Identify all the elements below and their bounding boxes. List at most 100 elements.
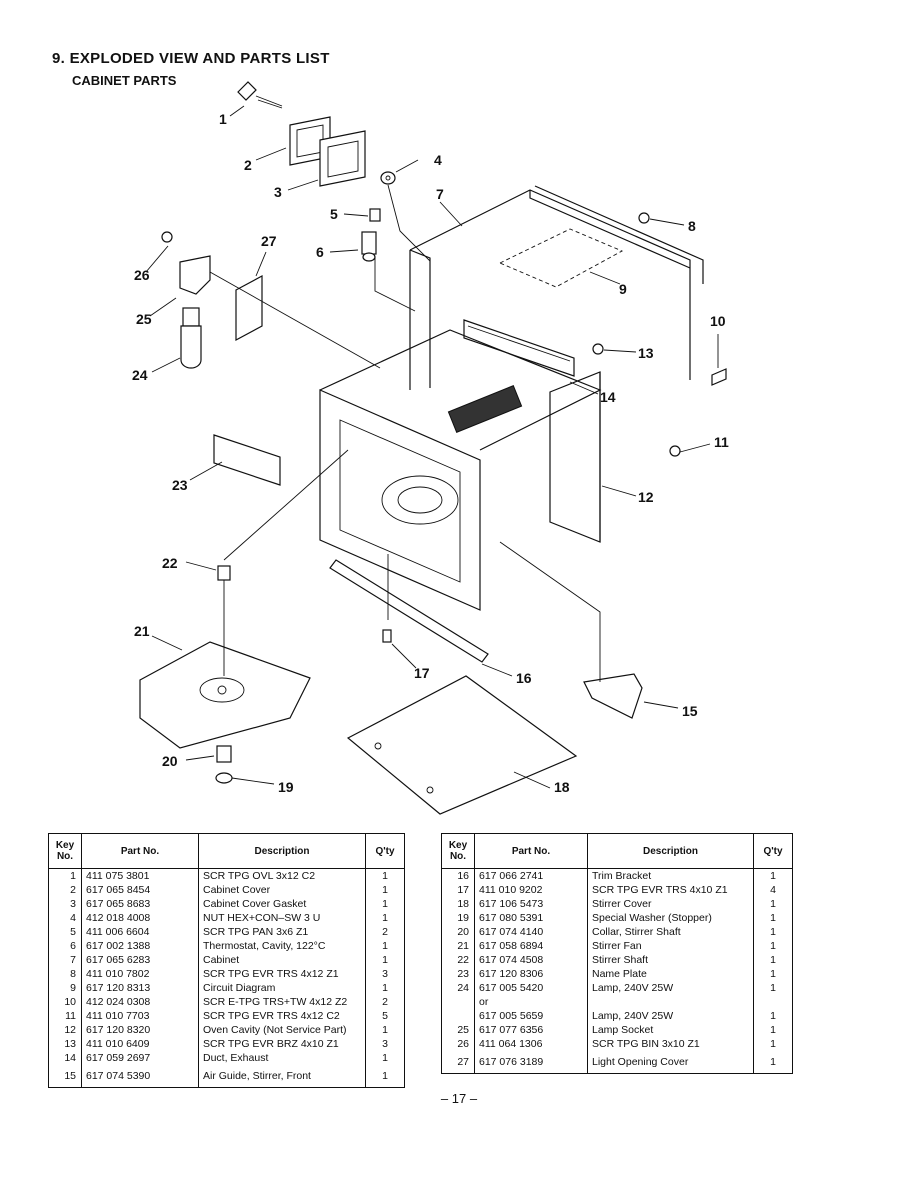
col-part-no: Part No.: [81, 833, 199, 869]
cell-key-no: 20: [441, 925, 475, 939]
section-subtitle: CABINET PARTS: [72, 73, 177, 88]
cell-description: Special Washer (Stopper): [587, 911, 754, 925]
cell-key-no: 17: [441, 883, 475, 897]
cell-qty: 1: [753, 897, 793, 911]
cell-description: Cabinet Cover Gasket: [198, 897, 366, 911]
cell-part-no: 411 064 1306: [474, 1037, 588, 1051]
oven-front-body: [319, 329, 602, 611]
callout-24: 24: [132, 367, 148, 383]
cell-description: Circuit Diagram: [198, 981, 366, 995]
cell-key-no: 11: [48, 1009, 82, 1023]
cell-part-no: 617 080 5391: [474, 911, 588, 925]
cell-key-no: 15: [48, 1065, 82, 1087]
cell-description: NUT HEX+CON–SW 3 U: [198, 911, 366, 925]
cell-qty: 1: [365, 897, 405, 911]
cell-part-no: 617 005 5659: [474, 1009, 588, 1023]
cell-qty: 1: [753, 939, 793, 953]
part-7-cabinet: [409, 185, 704, 390]
cell-key-no: 19: [441, 911, 475, 925]
exploded-view-diagram: 1 2 3 4 5 6 7 8 9 10 11 12 13 14 15 16 1…: [132, 81, 729, 815]
callout-13: 13: [638, 345, 654, 361]
cell-part-no: 617 074 4140: [474, 925, 588, 939]
cell-key-no: 18: [441, 897, 475, 911]
callout-22: 22: [162, 555, 178, 571]
assembly-lines: [209, 184, 601, 682]
cell-qty: 1: [365, 953, 405, 967]
cell-qty: 5: [365, 1009, 405, 1023]
callout-2: 2: [244, 157, 252, 173]
callout-27: 27: [261, 233, 277, 249]
cell-description: Lamp Socket: [587, 1023, 754, 1037]
col-key-no: Key No.: [48, 833, 82, 869]
cell-description: SCR TPG EVR BRZ 4x10 Z1: [198, 1037, 366, 1051]
cell-part-no: 617 120 8306: [474, 967, 588, 981]
callout-9: 9: [619, 281, 627, 297]
cell-key-no: 24: [441, 981, 475, 995]
col-qty: Q'ty: [365, 833, 405, 869]
cell-key-no: 1: [48, 868, 82, 883]
part-8-screw: [638, 212, 650, 224]
col-key-no: Key No.: [441, 833, 475, 869]
cell-qty: 1: [365, 1065, 405, 1087]
cell-key-no: 6: [48, 939, 82, 953]
part-1-screw: [237, 81, 283, 109]
part-26-screw: [161, 231, 173, 243]
cell-key-no: 22: [441, 953, 475, 967]
table-row: or: [441, 995, 793, 1009]
cell-description: [587, 995, 754, 1009]
cell-qty: 1: [753, 1037, 793, 1051]
cell-description: SCR TPG EVR TRS 4x10 Z1: [587, 883, 754, 897]
cell-part-no: 411 075 3801: [81, 868, 199, 883]
cell-qty: [753, 995, 793, 1009]
cell-description: Lamp, 240V 25W: [587, 981, 754, 995]
cell-part-no: or: [474, 995, 588, 1009]
cell-part-no: 617 076 3189: [474, 1051, 588, 1073]
cell-key-no: 23: [441, 967, 475, 981]
cell-key-no: 8: [48, 967, 82, 981]
cell-qty: 1: [753, 868, 793, 883]
cell-qty: 2: [365, 995, 405, 1009]
cell-part-no: 617 074 4508: [474, 953, 588, 967]
cell-qty: 1: [753, 911, 793, 925]
callout-5: 5: [330, 206, 338, 222]
cell-key-no: 25: [441, 1023, 475, 1037]
cell-description: SCR TPG EVR TRS 4x12 C2: [198, 1009, 366, 1023]
cell-key-no: 2: [48, 883, 82, 897]
part-5-screw: [369, 208, 381, 222]
callout-14: 14: [600, 389, 616, 405]
cell-qty: 3: [365, 1037, 405, 1051]
cell-part-no: 617 065 8454: [81, 883, 199, 897]
col-qty: Q'ty: [753, 833, 793, 869]
cell-description: Trim Bracket: [587, 868, 754, 883]
cell-qty: 3: [365, 967, 405, 981]
callout-25: 25: [136, 311, 152, 327]
cell-description: Cabinet: [198, 953, 366, 967]
cell-description: Name Plate: [587, 967, 754, 981]
cell-description: Thermostat, Cavity, 122°C: [198, 939, 366, 953]
cell-qty: 1: [753, 1009, 793, 1023]
cell-key-no: 16: [441, 868, 475, 883]
cell-key-no: [441, 995, 475, 1009]
callout-16: 16: [516, 670, 532, 686]
cell-description: Lamp, 240V 25W: [587, 1009, 754, 1023]
